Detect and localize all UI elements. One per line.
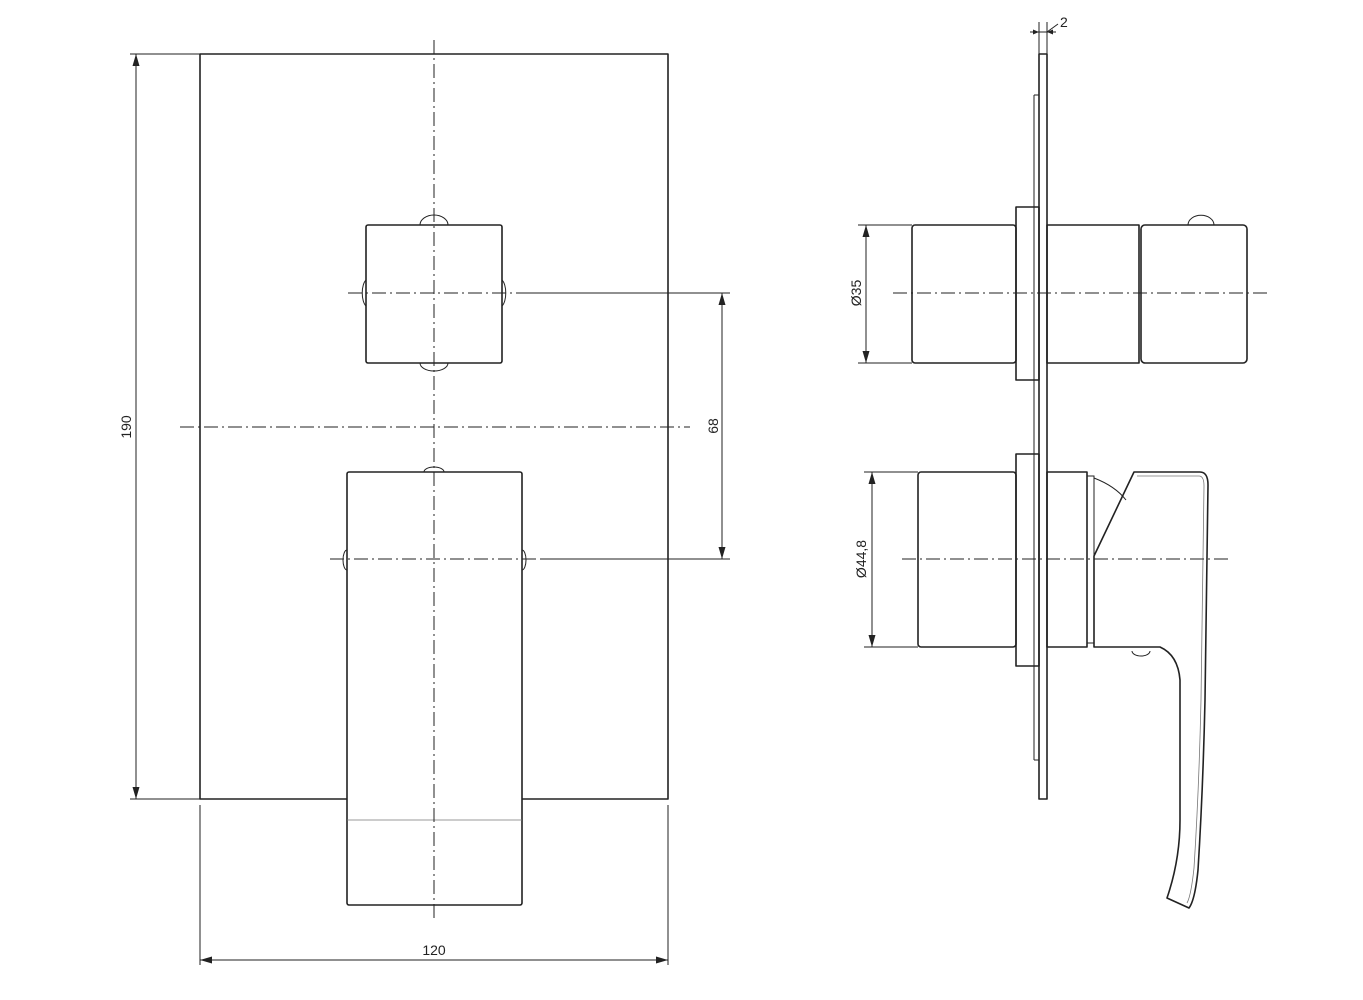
width-label: 120 xyxy=(422,942,446,958)
thickness-dimension: 2 xyxy=(1030,14,1068,54)
spacing-dimension: 68 xyxy=(705,293,726,559)
thickness-arrow-left xyxy=(1033,29,1039,35)
height-dimension: 190 xyxy=(118,54,140,799)
front-diverter-knob-marker-left xyxy=(361,279,367,307)
thickness-arrow-right xyxy=(1047,29,1053,35)
front-mixer-lever-marker-left xyxy=(342,549,348,571)
side-diverter-body xyxy=(911,224,1017,364)
side-diverter-cap xyxy=(1140,224,1248,364)
side-view: 2 Ø35 Ø44,8 xyxy=(848,14,1268,909)
side-mixer-lever-inner-edge xyxy=(1137,475,1205,904)
side-diverter-knob xyxy=(1046,224,1140,364)
side-mixer-flange xyxy=(1015,453,1040,667)
spacing-arrow-bottom xyxy=(718,547,726,559)
height-label: 190 xyxy=(118,415,134,439)
diverter-arrow-top xyxy=(862,225,870,237)
mixer-diameter-label: Ø44,8 xyxy=(853,540,869,578)
side-mixer-collar xyxy=(1093,477,1127,501)
side-mixer-lever-marker xyxy=(1131,650,1151,657)
thickness-leader xyxy=(1046,23,1059,33)
width-arrow-right xyxy=(656,956,668,964)
front-view: 190 120 68 xyxy=(118,40,730,965)
side-mixer-lever-handle xyxy=(1093,471,1209,909)
height-arrow-top xyxy=(132,54,140,66)
mixer-arrow-bottom xyxy=(868,635,876,647)
thickness-label: 2 xyxy=(1060,14,1068,30)
side-plate xyxy=(1038,53,1048,800)
diverter-diameter-label: Ø35 xyxy=(848,280,864,307)
spacing-arrow-top xyxy=(718,293,726,305)
diverter-arrow-bottom xyxy=(862,351,870,363)
side-diverter-cap-marker xyxy=(1187,214,1215,226)
diverter-diameter-dimension: Ø35 xyxy=(848,224,912,364)
height-arrow-bottom xyxy=(132,787,140,799)
spacing-label: 68 xyxy=(705,418,721,434)
mixer-arrow-top xyxy=(868,472,876,484)
mixer-diameter-dimension: Ø44,8 xyxy=(853,471,918,648)
width-arrow-left xyxy=(200,956,212,964)
width-dimension: 120 xyxy=(200,942,668,964)
front-mixer-lever-marker-right xyxy=(521,549,527,571)
